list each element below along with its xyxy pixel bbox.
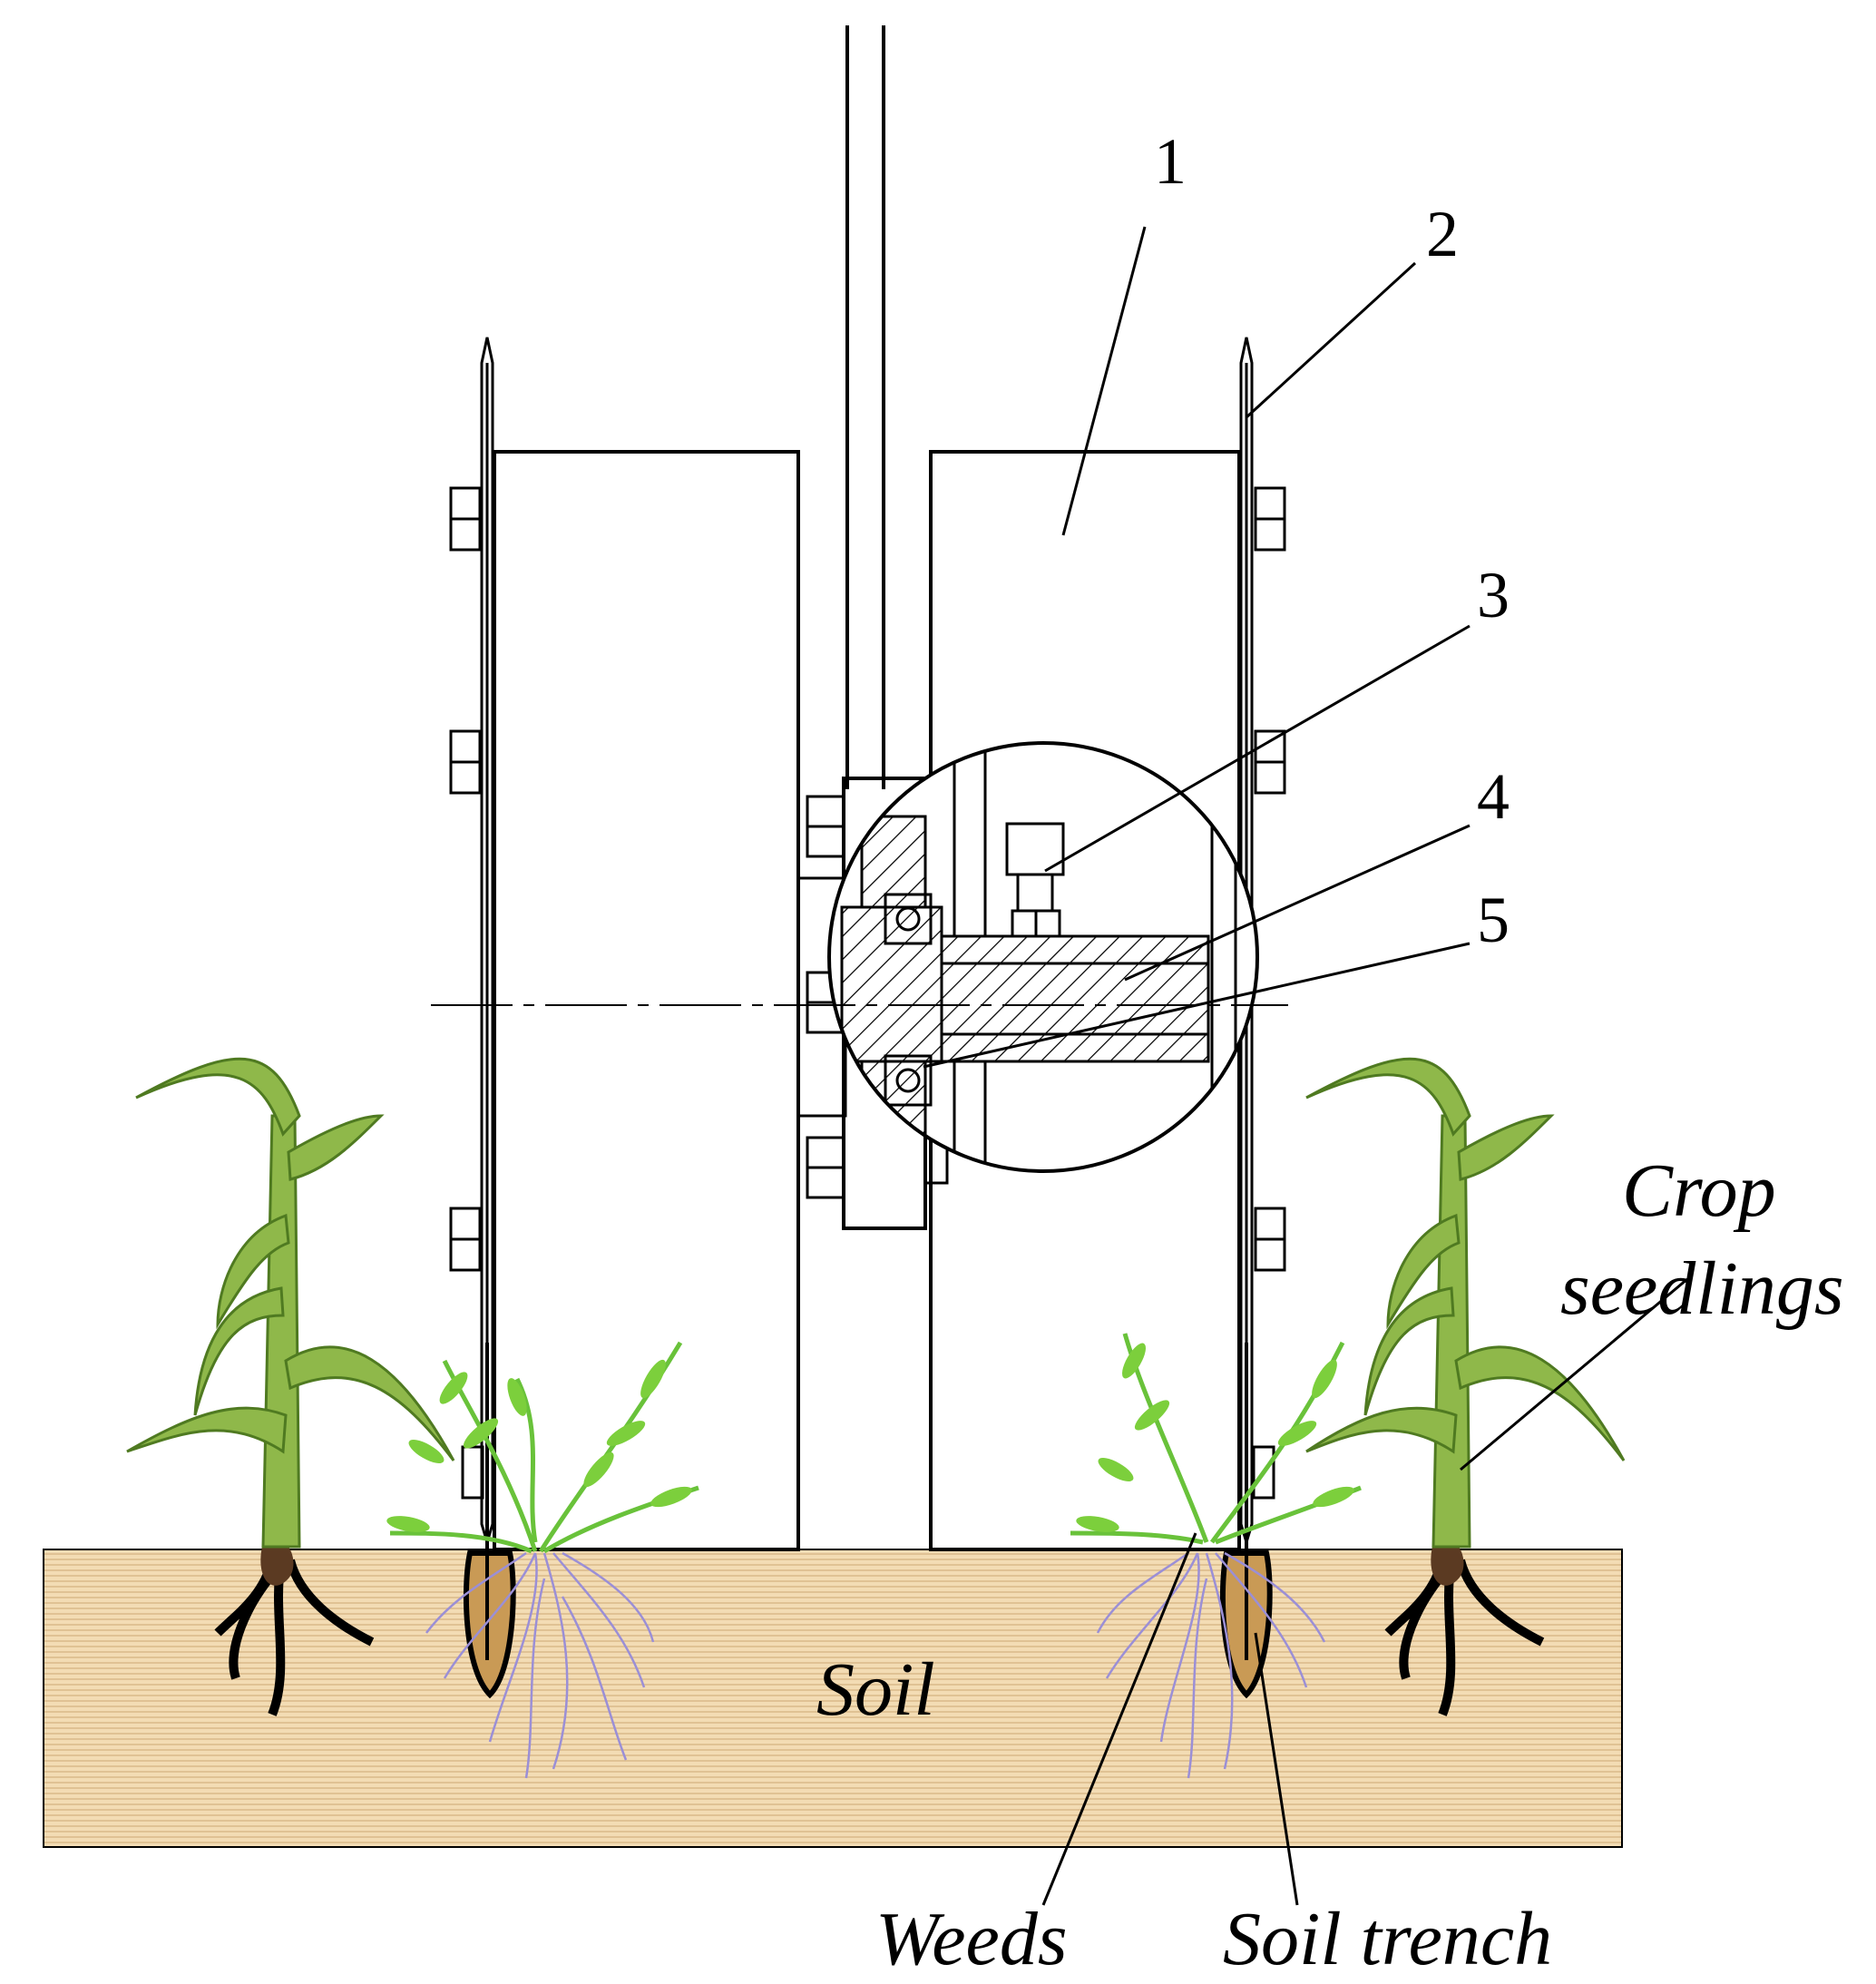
label-part-3: 3 (1477, 559, 1510, 631)
label-crop: Crop (1622, 1148, 1776, 1233)
leader-lines (923, 226, 1688, 1906)
label-part-1: 1 (1154, 125, 1187, 198)
label-soil: Soil (816, 1647, 935, 1732)
label-weeds: Weeds (875, 1897, 1068, 1981)
left-weed (386, 1341, 699, 1779)
right-bolts (1252, 486, 1286, 1500)
label-part-4: 4 (1477, 760, 1510, 833)
right-crop-seedling (1305, 1057, 1626, 1716)
left-bolts (449, 486, 484, 1500)
right-weed (1070, 1333, 1362, 1779)
label-seedlings: seedlings (1560, 1246, 1844, 1331)
bolt-part-3 (1005, 822, 1065, 938)
label-part-2: 2 (1426, 198, 1459, 270)
left-soil-trench (463, 1550, 516, 1699)
label-soil-trench: Soil trench (1223, 1897, 1552, 1981)
vertical-shaft (845, 25, 885, 789)
section-detail (827, 741, 1259, 1173)
label-part-5: 5 (1477, 884, 1510, 956)
left-crop-seedling (126, 1057, 455, 1716)
